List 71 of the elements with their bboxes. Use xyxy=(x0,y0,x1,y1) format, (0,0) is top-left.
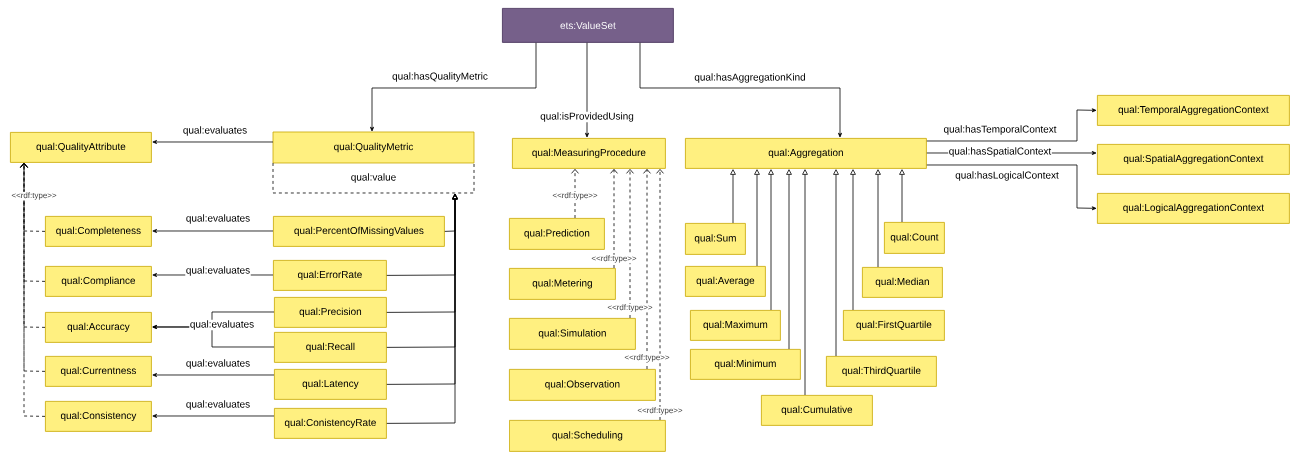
arrow xyxy=(152,414,275,418)
inheritance-arrow xyxy=(730,169,736,224)
edge-label: qual:evaluates xyxy=(185,358,251,370)
edge-label: qual:evaluates xyxy=(185,265,251,277)
dependency-arrow xyxy=(20,163,46,417)
dependency-arrow xyxy=(571,169,579,219)
class-box: qual:ErrorRate xyxy=(273,260,387,291)
class-box: qual:Minimum xyxy=(690,349,801,380)
class-box: qual:Precision xyxy=(274,297,387,328)
edge-label: qual:hasLogicalContext xyxy=(954,170,1060,182)
class-box: qual:Cumulative xyxy=(761,395,873,426)
node-label: qual:value xyxy=(351,173,396,183)
inheritance-arrow xyxy=(833,169,839,357)
class-box: qual:Simulation xyxy=(509,318,636,350)
arrow xyxy=(585,42,589,138)
arrow xyxy=(926,164,1097,211)
class-box: qual:Maximum xyxy=(690,310,781,341)
class-box: qual:QualityMetric qual:value xyxy=(272,131,475,194)
class-box: qual:Metering xyxy=(509,268,616,300)
dependency-arrow xyxy=(643,169,651,370)
class-box: qual:Currentness xyxy=(45,356,152,387)
arrow xyxy=(926,108,1097,142)
class-box: qual:Median xyxy=(862,267,943,298)
arrow xyxy=(152,140,274,144)
inheritance-arrow xyxy=(754,169,760,267)
arrow xyxy=(152,229,274,233)
class-box: qual:TemporalAggregationContext xyxy=(1097,95,1290,126)
class-box: qual:Sum xyxy=(685,223,746,255)
inheritance-arrow xyxy=(899,169,905,223)
arrow xyxy=(639,42,842,138)
class-box: qual:Recall xyxy=(274,332,387,363)
class-box: qual:Average xyxy=(685,266,766,297)
edge-label: qual:evaluates xyxy=(182,125,248,137)
class-box: qual:Consistency xyxy=(45,401,152,432)
class-box: qual:Accuracy xyxy=(45,312,152,343)
class-box: qual:Completeness xyxy=(45,216,152,247)
inheritance-arrow xyxy=(786,169,792,350)
edge-label: qual:hasAggregationKind xyxy=(693,72,807,84)
inheritance-arrow xyxy=(802,169,808,396)
edge-label: qual:hasQualityMetric xyxy=(391,71,489,83)
inheritance-arrow xyxy=(875,169,881,268)
inheritance-arrow xyxy=(850,169,856,311)
class-box: qual:PercentOfMissingValues xyxy=(273,216,445,247)
class-box: qual:MeasuringProcedure xyxy=(512,138,666,169)
edge-label: qual:hasTemporalContext xyxy=(942,124,1058,136)
inheritance-arrow xyxy=(768,169,774,311)
arrow xyxy=(152,373,275,377)
edge-label: qual:hasSpatialContext xyxy=(948,146,1052,158)
inheritance-arrow xyxy=(386,193,458,424)
dependency-arrow xyxy=(626,169,634,319)
class-box: qual:Scheduling xyxy=(509,420,666,452)
class-box: qual:Latency xyxy=(274,369,387,400)
class-box: qual:LogicalAggregationContext xyxy=(1097,193,1290,224)
class-box: qual:Observation xyxy=(509,369,656,401)
edge-label: qual:isProvidedUsing xyxy=(539,111,635,123)
edge-label: qual:evaluates xyxy=(189,319,255,331)
class-box: qual:Compliance xyxy=(45,266,152,297)
edge-label: qual:evaluates xyxy=(185,213,251,225)
class-box: qual:SpatialAggregationContext xyxy=(1097,144,1290,175)
dependency-arrow xyxy=(656,169,664,421)
class-box: qual:Prediction xyxy=(509,218,605,250)
arrow xyxy=(370,42,537,132)
class-box: qual:ThirdQuartile xyxy=(826,356,937,387)
class-box: qual:Count xyxy=(884,222,945,254)
class-box: qual:FirstQuartile xyxy=(843,310,945,341)
class-box: qual:Aggregation xyxy=(685,138,927,169)
edge-label: qual:evaluates xyxy=(185,399,251,411)
class-box: qual:ConistencyRate xyxy=(274,408,387,439)
class-box: qual:QualityAttribute xyxy=(10,132,152,163)
dependency-arrow xyxy=(610,169,618,269)
class-box: ets:ValueSet xyxy=(502,8,674,43)
